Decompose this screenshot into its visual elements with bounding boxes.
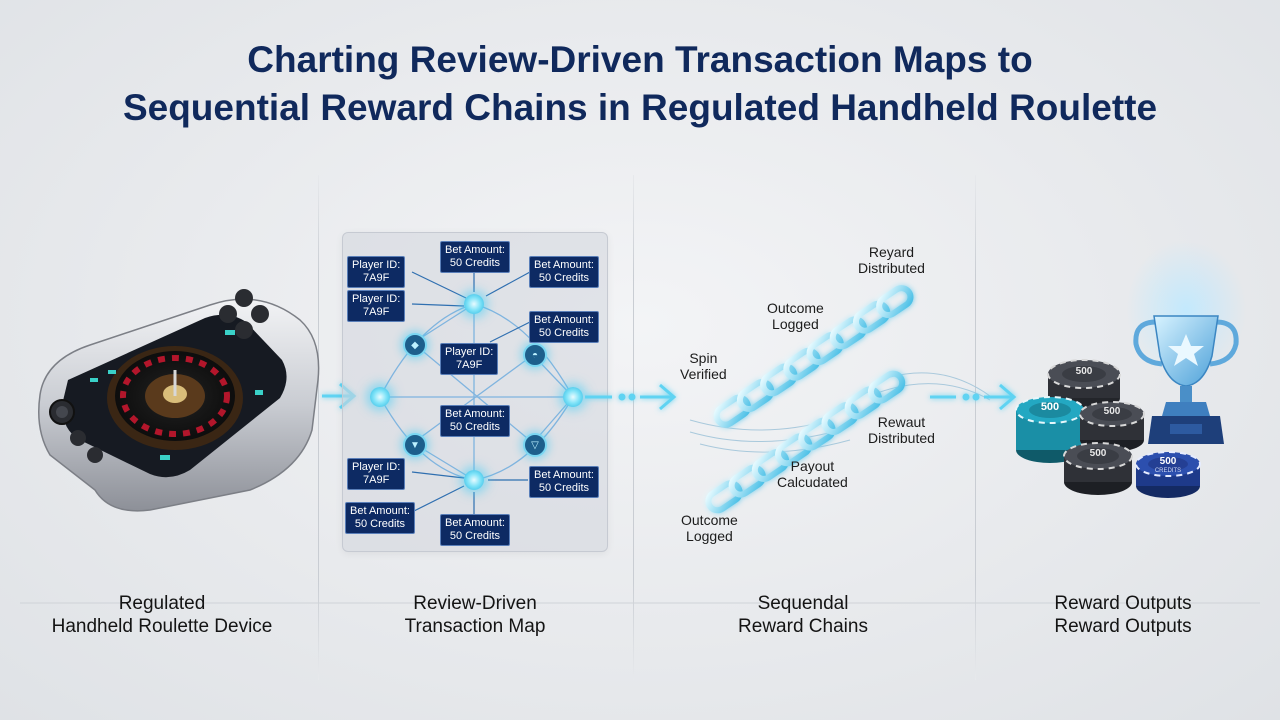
chip-sublabel: CREDITS <box>1154 468 1182 474</box>
tag-bet-amount: Bet Amount:50 Credits <box>529 256 599 288</box>
triangle-node-icon: ▼ <box>403 433 427 457</box>
tag-player-id: Player ID:7A9F <box>347 290 406 322</box>
column-divider-1 <box>318 175 319 680</box>
tag-bet-amount: Bet Amount:50 Credits <box>529 311 599 343</box>
tag-bet-amount: Bet Amount:50 Credits <box>440 241 510 273</box>
shield-node-icon: ◆ <box>403 333 427 357</box>
tag-bet-amount: Bet Amount:50 Credits <box>345 502 415 534</box>
title-line-1: Charting Review-Driven Transaction Maps … <box>247 39 1033 80</box>
map-node <box>563 387 583 407</box>
chip-label: 500 <box>1089 448 1107 459</box>
map-node <box>370 387 390 407</box>
page-title: Charting Review-Driven Transaction Maps … <box>0 36 1280 132</box>
tag-player-id: Player ID:7A9F <box>347 458 406 490</box>
column-divider-3 <box>975 175 976 680</box>
star-icon <box>1168 334 1204 366</box>
funnel-node-icon: ▽ <box>523 433 547 457</box>
map-node <box>464 294 484 314</box>
tag-bet-amount: Bet Amount:50 Credits <box>440 514 510 546</box>
tag-player-id: Player ID:7A9F <box>347 256 406 288</box>
chip-label: 500 <box>1040 401 1060 413</box>
badge-node-icon: ◓ <box>523 343 547 367</box>
map-node <box>464 470 484 490</box>
chip-label: 500 <box>1075 366 1093 377</box>
chip-label: 500 <box>1159 456 1177 467</box>
column-divider-2 <box>633 175 634 680</box>
tag-player-id: Player ID:7A9F <box>440 343 499 375</box>
title-line-2: Sequential Reward Chains in Regulated Ha… <box>122 87 1158 128</box>
tag-bet-amount: Bet Amount:50 Credits <box>440 405 510 437</box>
tag-bet-amount: Bet Amount:50 Credits <box>529 466 599 498</box>
chip-label: 500 <box>1103 406 1121 417</box>
